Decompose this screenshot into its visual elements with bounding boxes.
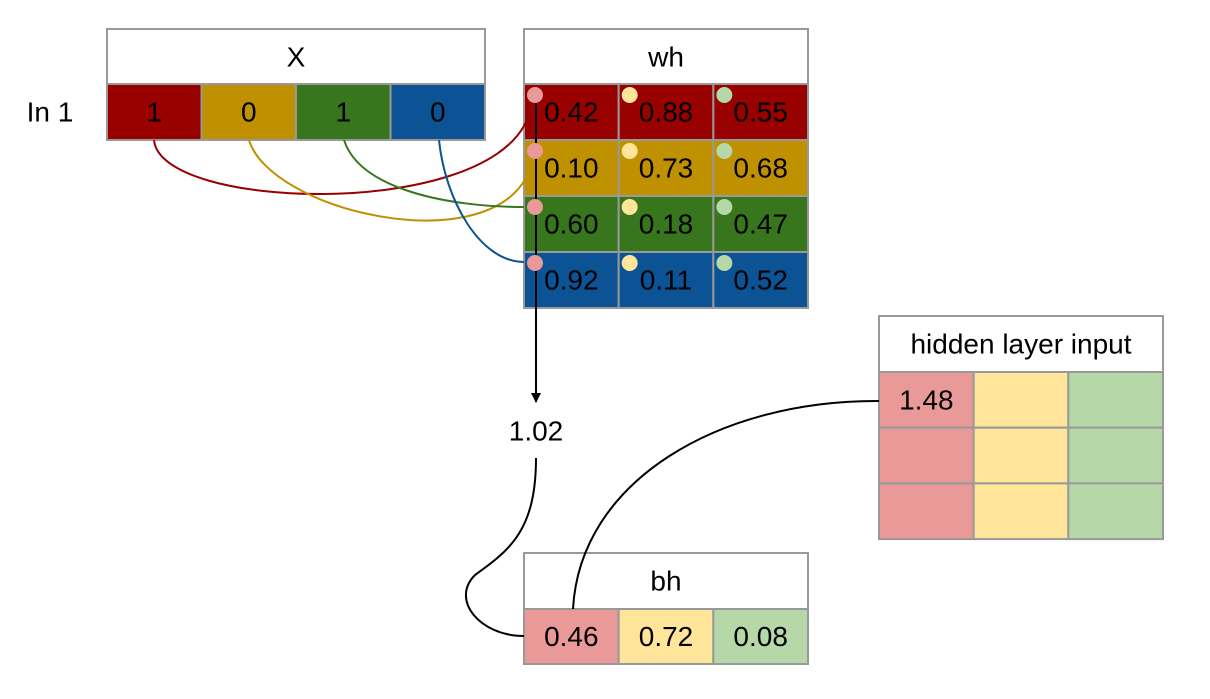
connector-bh-to-hidden xyxy=(572,399,880,610)
wh-cell-value: 0.52 xyxy=(733,265,788,296)
x-cell xyxy=(106,83,203,141)
row-label-in-1: In 1 xyxy=(27,97,74,128)
wh-cell-value: 0.18 xyxy=(639,209,694,240)
wh-cell-value: 0.60 xyxy=(544,209,599,240)
hidden-cell xyxy=(972,482,1070,541)
wh-cell-value: 0.55 xyxy=(733,97,788,128)
x-cell-value: 1 xyxy=(146,97,162,128)
dot-product-result: 1.02 xyxy=(509,416,564,447)
wh-cell-dot xyxy=(621,87,638,103)
hidden-table-header xyxy=(878,315,1164,373)
wh-cell-value: 0.68 xyxy=(733,153,788,184)
wh-cell-value: 0.11 xyxy=(640,265,692,296)
wh-cell-value: 0.10 xyxy=(544,153,599,184)
wh-cell-dot xyxy=(621,143,638,159)
connector-x3-to-wh-row3 xyxy=(343,139,525,208)
wh-cell-dot xyxy=(621,199,638,215)
wh-table-title: wh xyxy=(647,42,684,73)
wh-cell-dot xyxy=(716,87,733,103)
hidden-cell xyxy=(878,371,975,429)
wh-cell-dot xyxy=(716,143,733,159)
bh-cell xyxy=(523,608,620,665)
wh-cell-dot xyxy=(716,199,733,215)
bh-cell-value: 0.72 xyxy=(639,621,694,652)
wh-cell-value: 0.73 xyxy=(639,153,694,184)
wh-cell-value: 0.42 xyxy=(544,97,599,128)
wh-cell-dot xyxy=(527,199,543,215)
wh-cell-dot xyxy=(527,87,543,103)
connector-result-to-bh xyxy=(464,457,537,637)
x-table-header xyxy=(106,28,486,85)
hidden-table-title: hidden layer input xyxy=(910,329,1131,360)
wh-weights-table: wh 0.42 0.88 0.55 0.10 0.73 0.68 0.60 0.18 0.47 0… xyxy=(523,28,810,309)
connector-x4-to-wh-row4 xyxy=(438,139,525,263)
bh-cell xyxy=(617,608,715,665)
hidden-cell xyxy=(1067,371,1165,429)
wh-cell-dot xyxy=(716,255,733,271)
bh-bias-table: bh 0.46 0.72 0.08 xyxy=(523,552,810,665)
wh-cell-value: 0.88 xyxy=(639,97,694,128)
x-cell-value: 0 xyxy=(241,97,257,128)
x-cell-value: 1 xyxy=(335,97,351,128)
hidden-cell xyxy=(1067,426,1165,485)
wh-cell-dot xyxy=(527,143,543,159)
hidden-cell xyxy=(972,426,1070,485)
hidden-cell xyxy=(972,371,1070,429)
x-input-table: X 1 0 1 0 xyxy=(106,28,486,141)
x-cell xyxy=(389,83,486,141)
wh-cell-value: 0.92 xyxy=(544,265,599,296)
bh-cell-value: 0.46 xyxy=(544,621,599,652)
wh-cell-dot xyxy=(527,255,543,271)
hidden-cell xyxy=(878,482,975,541)
bh-table-header xyxy=(523,552,809,610)
connector-x1-to-wh-row1 xyxy=(153,121,527,196)
connector-x2-to-wh-row2 xyxy=(248,139,527,222)
x-table-title: X xyxy=(287,42,306,73)
wh-cell-value: 0.47 xyxy=(733,209,788,240)
hidden-cell-value: 1.48 xyxy=(899,384,954,415)
wh-cell-dot xyxy=(621,255,638,271)
x-cell xyxy=(200,83,297,141)
bh-cell-value: 0.08 xyxy=(733,621,788,652)
bh-cell xyxy=(712,608,810,665)
hidden-cell xyxy=(878,426,975,485)
bh-table-title: bh xyxy=(650,566,681,597)
hidden-cell xyxy=(1067,482,1165,541)
hidden-layer-input-table: hidden layer input 1.48 xyxy=(878,315,1165,541)
x-cell-value: 0 xyxy=(430,97,446,128)
wh-table-header xyxy=(523,28,809,85)
